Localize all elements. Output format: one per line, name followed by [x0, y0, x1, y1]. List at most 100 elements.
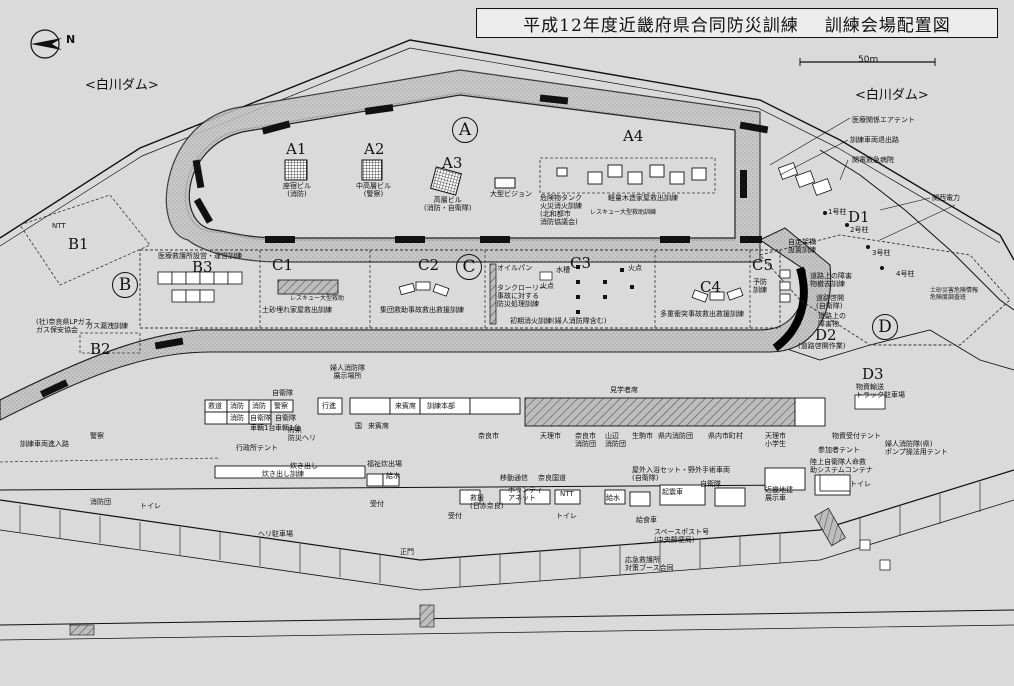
women-fire-display-label: 婦人消防隊 展示場所: [330, 364, 365, 381]
supply-tent-label: 物資受付テント: [832, 432, 881, 440]
zone-c3-label: C3: [570, 254, 592, 272]
training-road-label: 訓練車両進入路: [20, 440, 69, 448]
emergency-medical-label: 応急救護所 対策ブース合同: [625, 556, 674, 573]
participant-tent-label: 参加者テント: [818, 446, 860, 454]
reception-label: 受付: [370, 500, 384, 508]
dam-label-left: <白川ダム>: [85, 78, 159, 93]
zone-c5-label: C5: [752, 256, 774, 274]
vision-label: 大型ビジョン: [490, 190, 532, 198]
map-subtitle: 訓練会場配置図: [824, 15, 951, 36]
a4-rescue-caption: レスキュー大型救助訓練: [590, 209, 657, 216]
cooperation-tent-label: 行政所テント: [236, 444, 278, 452]
women-pump-label: 婦人消防隊(県) ポンプ操法用テント: [885, 440, 948, 457]
b2-caption: (社)奈良県LPガス ガス保安協会: [36, 318, 92, 335]
c1-caption: 土砂埋れ家屋救出訓練: [262, 306, 332, 314]
kansai-power-label: 関西電力: [932, 194, 960, 202]
guest-seat-2-label: 来賓席: [368, 422, 389, 430]
pole-2-label: 2号柱: [850, 226, 869, 234]
nara-road-label: 奈良国道: [538, 474, 566, 482]
soup-label: 炊き出し: [290, 462, 318, 470]
move-label: 移動通信: [500, 474, 528, 482]
d1-road2-caption: 道路上の 障害物: [818, 312, 846, 329]
c5-caption: 予防訓練: [753, 278, 767, 295]
a4-tank-caption: 危険物タンク 火災消火訓練 (北和都市 消防協議会): [540, 194, 582, 227]
nara-city-fire-label: 奈良市 消防団: [575, 432, 596, 449]
c3-caption: 初期消火訓練(婦人消防隊含む): [510, 317, 607, 325]
pole-4-label: 4号柱: [896, 270, 915, 278]
compass-north-label: N: [66, 33, 76, 46]
toilet-label-3: トイレ: [850, 480, 871, 488]
zone-c-marker: C: [456, 254, 482, 280]
c2-caption: 集団救助事故救出救援訓練: [380, 306, 464, 314]
dam-label-right: <白川ダム>: [855, 88, 929, 103]
zone-c4-label: C4: [700, 278, 722, 296]
national-label: 国: [355, 422, 362, 430]
line-up-label: 消防団: [90, 498, 111, 506]
row-item-2: 消防: [230, 402, 244, 410]
ntt-bottom-label: NTT: [560, 490, 574, 498]
nara-label: 奈良市: [478, 432, 499, 440]
c3-water-label: 水槽: [556, 266, 570, 274]
zone-a2-label: A2: [364, 140, 385, 158]
zone-a4-label: A4: [623, 127, 644, 145]
pole-3-label: 3号柱: [872, 249, 891, 257]
d2-caption: (道路啓開作業): [798, 342, 846, 350]
a1-caption: 座宿ビル (消防): [283, 182, 311, 199]
rescue-food-label: 救援 (日赤奈良): [470, 494, 504, 511]
row2-item-3: 自衛隊: [275, 414, 296, 422]
toilet-label-1: トイレ: [140, 502, 161, 510]
c3-oil-label: オイルパン: [497, 264, 533, 272]
welfare-label: 福祉炊出場: [367, 460, 402, 468]
row-item-1: 救道: [208, 402, 222, 410]
water2-label: 給水: [606, 494, 620, 502]
c3-fire2-label: 火点: [628, 264, 642, 272]
water-supply-label: 給水: [386, 472, 400, 480]
volunteer-label: ボランティ アネット: [508, 486, 543, 503]
c3-tank-caption: タンクローリー 事故に対する 防災処理訓練: [497, 284, 546, 309]
yamazoe-label: 山辺 消防団: [605, 432, 626, 449]
zone-d1-label: D1: [848, 208, 870, 226]
d1-restore-caption: 道路啓開 (自衛隊): [816, 294, 844, 311]
vehicle-exit-label: 訓練車両退出路: [850, 136, 899, 144]
a3-caption: 高層ビル (消防・自衛隊): [424, 196, 472, 213]
d1-road-caption: 道路上の障害 物撤去訓練: [810, 272, 852, 289]
reception-2-label: 受付: [448, 512, 462, 520]
procession-label: 行進: [322, 402, 336, 410]
car1-label: 車輌1台: [250, 424, 276, 432]
d1-car-caption: 自走架橋 設置訓練: [788, 238, 816, 255]
b2-gas-caption: ガス漏洩訓練: [86, 322, 128, 330]
kinki-label: 近畿地建 展示車: [765, 486, 793, 503]
hq-label: 訓練本部: [427, 402, 455, 410]
ikoma-label: 生駒市: [632, 432, 653, 440]
road-self-label: 陸上自衛隊人命救 助システムコンテナ: [810, 458, 873, 475]
medical-tent-label: 医療関係エアテント: [852, 116, 915, 124]
row2-item-2: 自衛隊: [250, 414, 271, 422]
d3-caption: 物資輸送 トラック駐車場: [856, 383, 905, 400]
c1-rescue-caption: レスキュー大型救助: [290, 295, 345, 302]
car2-label: 車輌1台: [275, 424, 301, 432]
heli-label: 府県 防災ヘリ: [288, 426, 316, 443]
zone-d-marker: D: [872, 314, 898, 340]
zone-b-marker: B: [112, 272, 138, 298]
spectators-label: 見学者席: [610, 386, 638, 394]
row2-item-1: 消防: [230, 414, 244, 422]
zone-d3-label: D3: [862, 365, 884, 383]
ntt-label: NTT: [52, 222, 66, 230]
toilet-label-2: トイレ: [556, 512, 577, 520]
zone-d2-label: D2: [815, 326, 837, 344]
self-defense-label: 自衛隊: [272, 389, 293, 397]
self-defense-2-label: 自衛隊: [700, 480, 721, 488]
b3-caption: 医療救護所設営・運営訓練: [158, 252, 242, 260]
a2-caption: 中高層ビル (警察): [356, 182, 391, 199]
zone-c1-label: C1: [272, 256, 294, 274]
food-car-label: 給食車: [636, 516, 657, 524]
map-title: 平成12年度近畿府県合同防災訓練: [523, 15, 799, 36]
zone-a1-label: A1: [286, 140, 307, 158]
scale-label: 50m: [858, 55, 879, 65]
zone-c2-label: C2: [418, 256, 440, 274]
c4-caption: 多重衝突事故救出救援訓練: [660, 310, 744, 318]
heli-parking-label: ヘリ駐車場: [258, 530, 293, 538]
guest-seat-label: 来賓席: [395, 402, 416, 410]
